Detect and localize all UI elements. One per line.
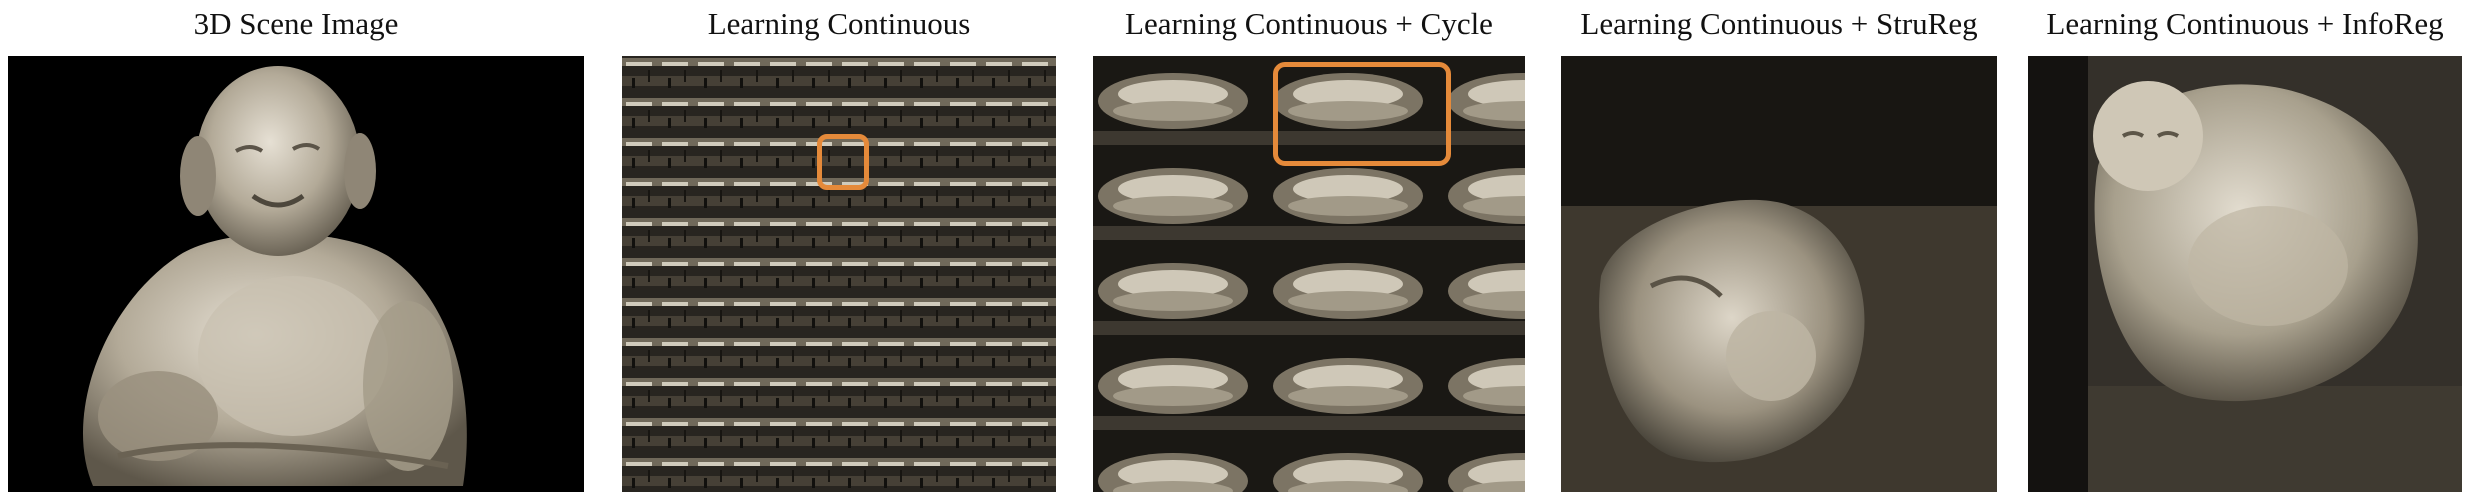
panel-caption: 3D Scene Image: [193, 6, 399, 41]
buddha-statue-image: [8, 56, 584, 492]
repeated-buddha-image: [1093, 56, 1525, 492]
highlight-box: [1273, 62, 1451, 166]
panel-caption: Learning Continuous + InfoReg: [2046, 6, 2444, 41]
texture-render-image: [622, 56, 1056, 492]
highlight-box: [817, 134, 869, 190]
panel-caption: Learning Continuous + Cycle: [1125, 6, 1493, 41]
panel-caption: Learning Continuous: [707, 6, 971, 41]
tilted-buddha-image: [2028, 56, 2462, 492]
panel-caption: Learning Continuous + StruReg: [1580, 6, 1978, 41]
rotated-buddha-image: [1561, 56, 1997, 492]
